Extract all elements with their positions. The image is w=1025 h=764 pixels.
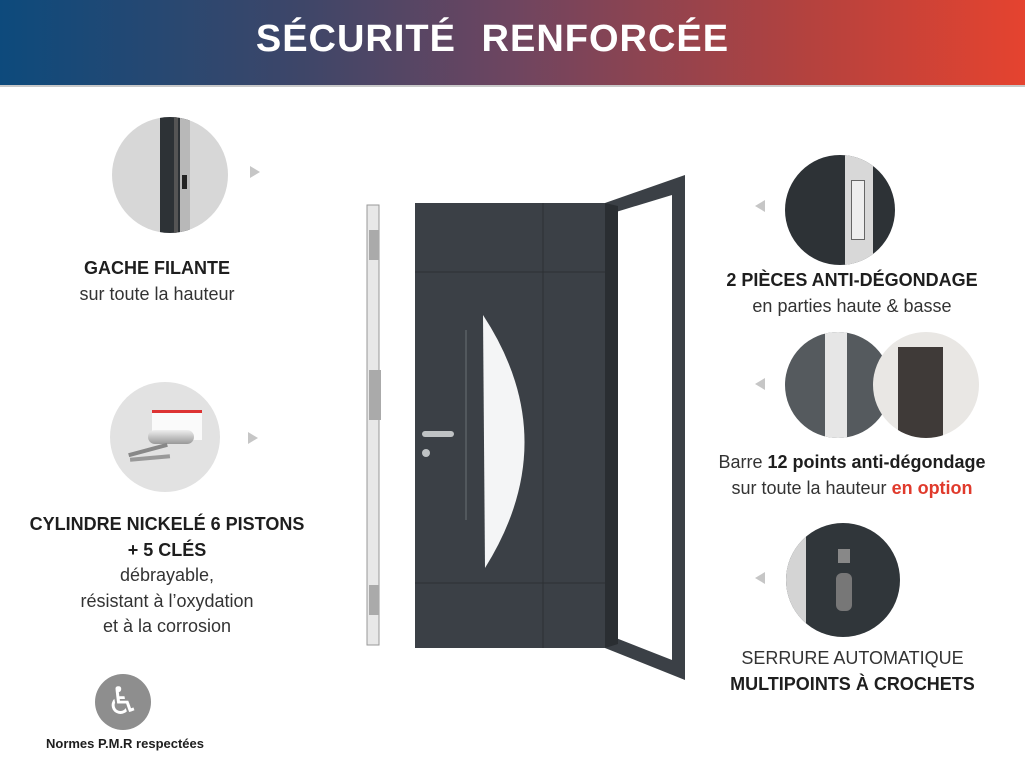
barre-image-2 <box>873 332 979 438</box>
multipoint-bar <box>366 204 380 646</box>
gache-filante-image <box>112 117 228 233</box>
serrure-image <box>786 523 900 637</box>
door-glass <box>483 315 525 568</box>
serrure-line1: SERRURE AUTOMATIQUE <box>741 648 964 668</box>
arrow-right-icon <box>250 166 260 178</box>
barre-text: Barre 12 points anti-dégondage sur toute… <box>692 450 1012 501</box>
anti-degondage-title: 2 PIÈCES ANTI-DÉGONDAGE <box>726 270 978 290</box>
arrow-left-icon <box>755 378 765 390</box>
cylindre-desc-1: débrayable, <box>119 565 215 585</box>
anti-degondage-text: 2 PIÈCES ANTI-DÉGONDAGE en parties haute… <box>697 268 1007 319</box>
cylindre-desc-2: résistant à l’oxydation <box>80 590 254 611</box>
cylindre-title: CYLINDRE NICKELÉ 6 PISTONS <box>29 514 305 534</box>
anti-degondage-image <box>785 155 895 265</box>
door-illustration <box>366 175 685 680</box>
serrure-text: SERRURE AUTOMATIQUE MULTIPOINTS À CROCHE… <box>700 646 1005 697</box>
cylindre-keys: + 5 CLÉS <box>127 539 207 560</box>
gache-subtitle: sur toute la hauteur <box>79 283 235 304</box>
door-handle <box>422 431 454 437</box>
cylindre-feature-text: CYLINDRE NICKELÉ 6 PISTONS + 5 CLÉS débr… <box>7 512 327 640</box>
cylindre-image <box>110 382 220 492</box>
barre-bold: 12 points anti-dégondage <box>767 452 986 472</box>
pmr-label: Normes P.M.R respectées <box>45 736 204 751</box>
gache-feature-text: GACHE FILANTE sur toute la hauteur <box>37 256 277 307</box>
anti-degondage-subtitle: en parties haute & basse <box>752 295 952 316</box>
page-title: SÉCURITÉ RENFORCÉE <box>255 18 730 60</box>
serrure-line2: MULTIPOINTS À CROCHETS <box>730 673 975 694</box>
option-badge: en option <box>891 477 973 498</box>
barre-prefix: Barre <box>718 452 768 472</box>
arrow-left-icon <box>755 572 765 584</box>
arrow-right-icon <box>248 432 258 444</box>
arrow-left-icon <box>755 200 765 212</box>
wheelchair-icon: ♿ <box>95 674 151 730</box>
barre-line2: sur toute la hauteur <box>731 477 892 498</box>
cylindre-desc-3: et à la corrosion <box>102 616 232 636</box>
gache-title: GACHE FILANTE <box>84 258 230 278</box>
header-banner: SÉCURITÉ RENFORCÉE <box>0 0 1025 87</box>
